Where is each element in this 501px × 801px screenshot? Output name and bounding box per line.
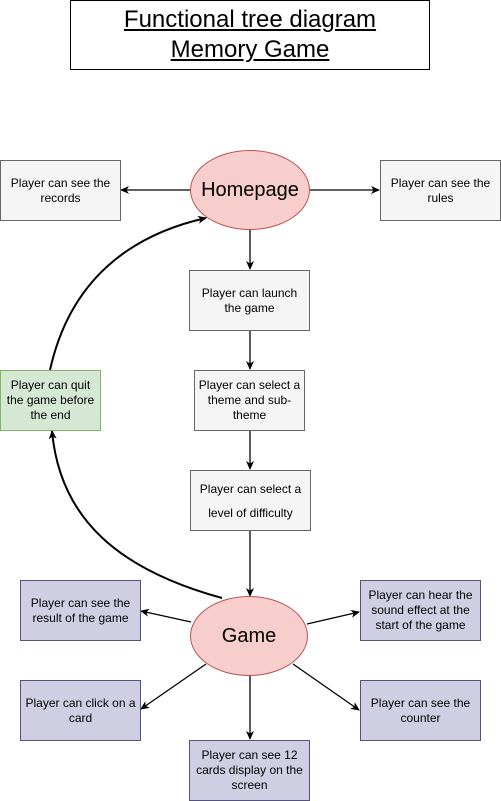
arrow-game-to-sound — [306, 609, 360, 625]
launch-node: Player can launch the game — [189, 270, 310, 331]
game-node: Game — [190, 596, 308, 676]
arrow-quit-to-homepage — [49, 215, 207, 371]
click-card-label: Player can click on a card — [25, 695, 136, 725]
title-line-2: Memory Game — [170, 36, 330, 63]
counter-node: Player can see the counter — [360, 680, 481, 741]
records-node: Player can see the records — [0, 160, 121, 221]
sound-label: Player can hear the sound effect at the … — [368, 588, 473, 632]
rules-node: Player can see the rules — [380, 160, 501, 221]
result-node: Player can see the result of the game — [20, 580, 141, 641]
game-label: Game — [221, 625, 277, 647]
cards-display-label: Player can see 12 cards display on the s… — [196, 748, 303, 792]
quit-label: Player can quit the game before the end — [6, 378, 95, 422]
arrow-game-to-counter — [292, 663, 360, 711]
arrow-game-to-quit — [48, 430, 223, 599]
arrow-game-to-result — [140, 608, 192, 623]
difficulty-label: Player can select a level of difficulty — [199, 481, 302, 520]
records-label: Player can see the records — [10, 175, 111, 205]
rules-label: Player can see the rules — [390, 175, 491, 205]
difficulty-node: Player can select a level of difficulty — [190, 470, 311, 531]
theme-label: Player can select a theme and sub-theme — [198, 378, 301, 422]
theme-node: Player can select a theme and sub-theme — [194, 370, 305, 431]
counter-label: Player can see the counter — [370, 695, 471, 725]
click-card-node: Player can click on a card — [20, 680, 141, 741]
homepage-label: Homepage — [201, 179, 299, 201]
quit-node: Player can quit the game before the end — [0, 370, 101, 431]
launch-label: Player can launch the game — [201, 285, 298, 315]
title-line-1: Functional tree diagram — [123, 6, 377, 33]
homepage-node: Homepage — [190, 150, 310, 230]
result-label: Player can see the result of the game — [30, 595, 131, 625]
diagram-title: Functional tree diagram Memory Game — [70, 0, 430, 70]
arrow-game-to-click-card — [140, 663, 207, 710]
sound-node: Player can hear the sound effect at the … — [360, 580, 481, 641]
cards-display-node: Player can see 12 cards display on the s… — [189, 740, 310, 801]
